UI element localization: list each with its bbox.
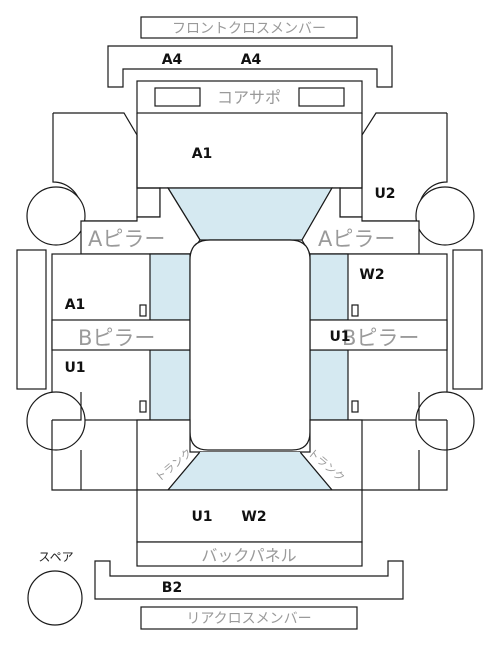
back-panel-box: [136, 541, 363, 567]
front-cross-member-label: フロントクロスメンバー: [172, 21, 326, 37]
roof: [189, 239, 311, 451]
left-front-door-handle: [139, 304, 147, 317]
right-b-pillar: [309, 319, 448, 351]
hood-area-code: A1: [192, 146, 213, 162]
hood-area: [136, 113, 363, 189]
right-front-door-handle: [351, 304, 359, 317]
left-rear-door-handle: [139, 400, 147, 413]
front-bumper-bracket: [107, 45, 393, 88]
left-rear-fender-edge: [52, 392, 82, 490]
trunk-lid: [136, 489, 363, 543]
right-b-pillar-code: U1: [329, 329, 350, 345]
left-rear-window: [149, 349, 191, 421]
core-support-right-slot: [298, 87, 345, 107]
left-side-sill: [16, 249, 47, 390]
right-front-window: [309, 253, 349, 321]
left-rear-fender: [51, 420, 137, 491]
right-rear-window: [309, 349, 349, 421]
left-rear-wheel: [26, 391, 86, 451]
spare-tire: [27, 570, 83, 626]
left-a-pillar-label: Aピラー: [88, 227, 165, 251]
left-b-pillar-label: Bピラー: [78, 326, 155, 350]
trunk-right-code: W2: [241, 509, 266, 525]
trunk-left-code: U1: [191, 509, 212, 525]
right-front-wheel: [415, 186, 475, 246]
core-support-label: コアサポ: [217, 88, 281, 107]
right-rear-wheel: [415, 391, 475, 451]
front-member-right-code: A4: [241, 52, 262, 68]
left-b-pillar: [51, 319, 191, 351]
left-front-window: [149, 253, 191, 321]
rear-cross-member-box: [140, 606, 358, 630]
rear-window-fill: [194, 452, 306, 490]
right-rear-door-handle: [351, 400, 359, 413]
rear-cross-member-label: リアクロスメンバー: [186, 611, 311, 627]
back-panel-label: バックパネル: [201, 546, 296, 565]
spare-label: スペア: [38, 550, 73, 564]
right-b-pillar-label: Bピラー: [342, 326, 419, 350]
left-rear-door-code: U1: [64, 360, 85, 376]
right-rear-fender: [362, 420, 448, 491]
right-side-sill: [452, 249, 483, 390]
left-front-door-code: A1: [65, 297, 86, 313]
left-front-wheel: [26, 186, 86, 246]
front-cross-member-box: [140, 16, 358, 39]
front-right-fender-code: U2: [374, 186, 395, 202]
right-a-pillar-label: Aピラー: [318, 227, 395, 251]
rear-bumper-bracket: [94, 560, 404, 600]
right-rear-fender-edge: [418, 392, 447, 490]
right-front-door-code: W2: [359, 267, 384, 283]
front-member-left-code: A4: [162, 52, 183, 68]
rear-member-code: B2: [162, 580, 182, 596]
core-support-left-slot: [154, 87, 201, 107]
